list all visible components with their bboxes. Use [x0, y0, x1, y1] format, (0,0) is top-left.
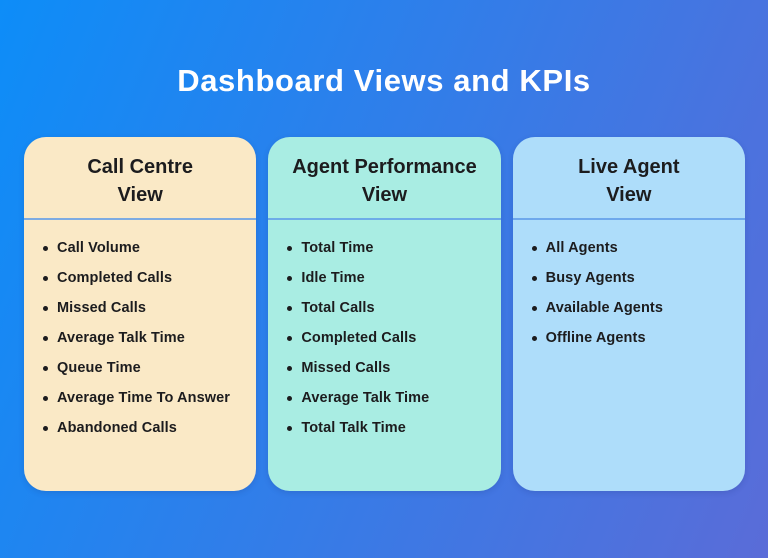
- list-item: All Agents: [531, 239, 733, 256]
- card-header: Live Agent View: [513, 137, 745, 218]
- list-item: Average Talk Time: [43, 329, 244, 346]
- bullet-icon: [287, 335, 293, 341]
- list-item: Queue Time: [43, 359, 244, 376]
- kpi-label: Missed Calls: [301, 359, 391, 376]
- list-item: Missed Calls: [43, 299, 244, 316]
- kpi-label: Total Time: [301, 239, 374, 256]
- kpi-label: Completed Calls: [57, 269, 173, 286]
- card-title: Agent Performance View: [292, 156, 477, 207]
- card-title: Live Agent View: [578, 156, 680, 207]
- list-item: Total Talk Time: [287, 419, 488, 436]
- list-item: Call Volume: [43, 239, 244, 256]
- bullet-icon: [287, 275, 293, 281]
- bullet-icon: [287, 245, 293, 251]
- card-divider: [268, 217, 501, 220]
- kpi-label: Offline Agents: [545, 329, 646, 346]
- infographic-canvas: Dashboard Views and KPIs Call Centre Vie…: [0, 63, 768, 491]
- bullet-icon: [531, 275, 537, 281]
- kpi-label: Queue Time: [57, 359, 141, 376]
- bullet-icon: [43, 365, 48, 371]
- kpi-label: Call Volume: [57, 239, 141, 256]
- kpi-label: Average Time To Answer: [57, 389, 231, 406]
- kpi-label: Average Talk Time: [301, 389, 430, 406]
- card-title: Call Centre View: [87, 156, 193, 207]
- list-item: Total Time: [287, 239, 488, 256]
- list-item: Available Agents: [531, 299, 733, 316]
- card-header: Agent Performance View: [268, 137, 500, 218]
- bullet-icon: [287, 305, 293, 311]
- card-header: Call Centre View: [24, 137, 256, 218]
- list-item: Offline Agents: [531, 329, 733, 346]
- kpi-label: Missed Calls: [57, 299, 147, 316]
- bullet-icon: [287, 365, 293, 371]
- bullet-icon: [43, 305, 48, 311]
- kpi-label: All Agents: [545, 239, 618, 256]
- kpi-label: Abandoned Calls: [57, 419, 177, 436]
- bullet-icon: [531, 245, 537, 251]
- list-item: Average Talk Time: [287, 389, 488, 406]
- bullet-icon: [43, 275, 48, 281]
- bullet-icon: [531, 305, 537, 311]
- bullet-icon: [531, 335, 537, 341]
- kpi-label: Average Talk Time: [57, 329, 185, 346]
- bullet-icon: [43, 395, 48, 401]
- list-item: Completed Calls: [287, 329, 488, 346]
- list-item: Idle Time: [287, 269, 488, 286]
- bullet-icon: [43, 335, 48, 341]
- kpi-label: Available Agents: [545, 299, 664, 316]
- bullet-icon: [43, 245, 48, 251]
- bullet-icon: [43, 425, 48, 431]
- kpi-label: Idle Time: [301, 269, 365, 286]
- kpi-label: Total Calls: [301, 299, 375, 316]
- card-divider: [24, 217, 257, 220]
- kpi-label: Busy Agents: [545, 269, 635, 286]
- list-item: Abandoned Calls: [43, 419, 244, 436]
- kpi-label: Total Talk Time: [301, 419, 406, 436]
- list-item: Total Calls: [287, 299, 488, 316]
- list-item: Average Time To Answer: [43, 389, 244, 406]
- page-title: Dashboard Views and KPIs: [177, 63, 591, 98]
- list-item: Missed Calls: [287, 359, 488, 376]
- list-item: Busy Agents: [531, 269, 733, 286]
- kpi-label: Completed Calls: [301, 329, 417, 346]
- list-item: Completed Calls: [43, 269, 244, 286]
- card-divider: [512, 217, 745, 220]
- bullet-icon: [287, 395, 293, 401]
- bullet-icon: [287, 425, 293, 431]
